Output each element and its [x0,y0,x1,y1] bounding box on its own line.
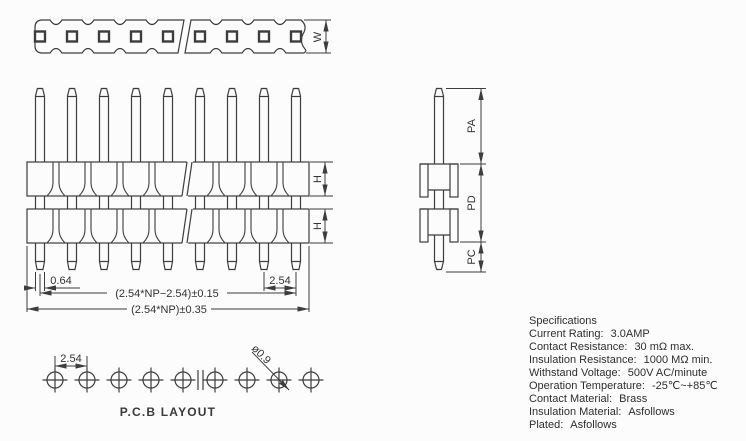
pcb-layout: 2.54 ø0.9 P.C.B LAYOUT [41,343,325,419]
front-pins-bottom [34,242,302,271]
side-dim-pa-label: PA [466,118,478,133]
tape-top-view: W [33,19,331,54]
side-dim-pc-label: PC [466,249,478,264]
spec-label: Withstand Voltage: [529,367,621,379]
tape-pads [33,30,303,43]
housing-height-dim-label-1: H [312,175,324,183]
spec-row: Insulation Material: Asfollows [529,406,741,419]
pcb-hole-dia-label: ø0.9 [249,343,273,367]
pcb-holes [41,366,325,394]
spec-value: 1000 MΩ min. [643,354,713,366]
tape-right-segment [184,19,307,54]
front-view: H H 0.64 [24,87,333,316]
housing-height-dim-label-2: H [312,222,324,230]
specifications-block: Specifications Current Rating: 3.0AMP Con… [529,315,741,432]
spec-label: Operation Temperature: [529,380,645,392]
tape-left-segment [34,19,185,54]
pcb-pitch-dimension [54,356,88,370]
specifications-title: Specifications [529,315,597,327]
housing-row-1 [26,161,310,197]
tape-width-dimension [304,19,331,54]
front-pins-mid [34,195,302,210]
spec-value: Asfollows [628,406,675,418]
side-housing-block-2 [419,208,459,243]
spec-label: Contact Resistance: [529,341,628,353]
front-pins-top [34,87,302,163]
side-housing-block-1 [419,163,459,198]
front-bottom-dimensions [24,246,310,315]
pcb-hole-dia-leader [251,351,290,391]
housing-row-2 [26,208,310,244]
side-pin [433,87,445,271]
spec-value: 30 mΩ max. [634,341,695,353]
spec-value: Brass [619,393,648,405]
spec-row: Contact Material: Brass [529,393,741,406]
spec-value: 500V AC/minute [627,367,708,379]
spec-label: Contact Material: [529,393,613,405]
spec-row: Operation Temperature: -25℃~+85℃ [529,380,741,393]
spec-label: Plated: [529,419,564,431]
spec-row: Withstand Voltage: 500V AC/minute [529,367,741,380]
pin-width-dim-label: 0.64 [50,275,71,287]
spec-row: Insulation Resistance: 1000 MΩ min. [529,354,741,367]
spec-value: Asfollows [570,419,617,431]
spec-row: Contact Resistance: 30 mΩ max. [529,341,741,354]
spec-label: Current Rating: [529,328,604,340]
housing-height-dim-1 [310,161,333,197]
tape-width-dim-label: W [312,31,324,42]
spec-row: Plated: Asfollows [529,419,741,432]
spec-label: Insulation Resistance: [529,354,637,366]
spec-value: -25℃~+85℃ [651,380,718,392]
pcb-layout-title: P.C.B LAYOUT [120,405,216,419]
spec-label: Insulation Material: [529,406,622,418]
pitch-dim-label: 2.54 [269,275,290,287]
total-length-dim-label: (2.54*NP)±0.35 [131,304,207,316]
pcb-pitch-dim-label: 2.54 [60,353,81,365]
housing-height-dim-2 [310,208,333,244]
span-dim-label: (2.54*NP−2.54)±0.15 [115,288,219,300]
spec-row: Current Rating: 3.0AMP [529,328,741,341]
spec-value: 3.0AMP [610,328,650,340]
pcb-break-mark [197,370,204,390]
side-view: PA PD PC [419,87,486,273]
side-dimensions [446,88,486,273]
side-dim-pd-label: PD [466,195,478,210]
